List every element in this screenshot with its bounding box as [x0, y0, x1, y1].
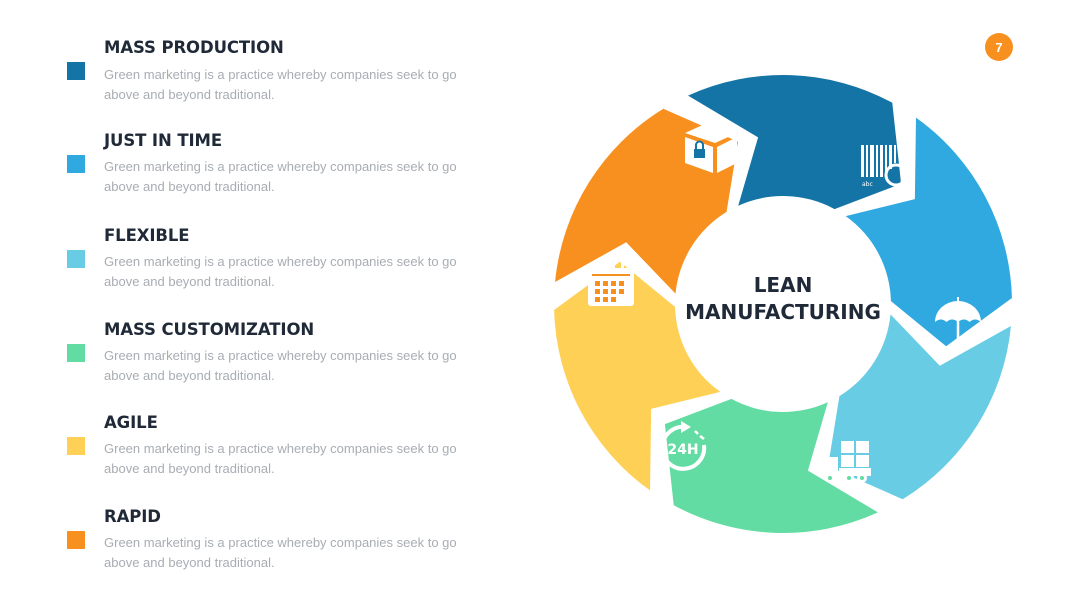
service-label: 24H: [667, 442, 698, 458]
barcode-label: abc: [862, 181, 873, 188]
legend-item-agile: AGILE Green marketing is a practice wher…: [0, 413, 520, 493]
legend-item-description: Green marketing is a practice whereby co…: [104, 441, 457, 476]
legend-item-rapid: RAPID Green marketing is a practice wher…: [0, 507, 520, 587]
legend-swatch: [67, 531, 85, 549]
cycle-segment-agile: [554, 261, 721, 491]
legend-item-description: Green marketing is a practice whereby co…: [104, 254, 457, 289]
legend-item-title: FLEXIBLE: [104, 226, 190, 245]
center-title-line-2: MANUFACTURING: [685, 300, 881, 324]
legend-item-description: Green marketing is a practice whereby co…: [104, 67, 457, 102]
page-number-badge: 7: [985, 33, 1013, 61]
legend-item-description: Green marketing is a practice whereby co…: [104, 535, 457, 570]
legend-swatch: [67, 437, 85, 455]
24h-service-icon: 24H: [660, 421, 707, 471]
legend-item-title: RAPID: [104, 507, 161, 526]
locked-box-icon: [685, 123, 737, 173]
legend-swatch: [67, 344, 85, 362]
legend-item-description: Green marketing is a practice whereby co…: [104, 159, 457, 194]
legend-item-flexible: FLEXIBLE Green marketing is a practice w…: [0, 226, 520, 306]
legend-item-title: MASS CUSTOMIZATION: [104, 320, 315, 339]
cycle-segment-mass-customization: [664, 398, 878, 533]
lean-cycle-diagram: abc 24H: [554, 75, 1012, 533]
umbrella-icon: [935, 297, 981, 352]
center-title-line-1: LEAN: [753, 273, 813, 297]
cycle-segment-flexible: [828, 314, 1011, 500]
calendar-icon: [588, 261, 634, 306]
legend-swatch: [67, 62, 85, 80]
diagram-center-title: LEAN MANUFACTURING: [673, 272, 893, 326]
delivery-truck-icon: [821, 441, 871, 483]
legend-item-title: AGILE: [104, 413, 158, 432]
legend-item-title: JUST IN TIME: [104, 131, 222, 150]
legend-swatch: [67, 250, 85, 268]
cycle-segment-mass-production: [688, 75, 902, 210]
legend-item-mass-customization: MASS CUSTOMIZATION Green marketing is a …: [0, 320, 520, 400]
legend: MASS PRODUCTION Green marketing is a pra…: [0, 0, 520, 608]
barcode-search-icon: abc: [861, 145, 914, 194]
legend-item-description: Green marketing is a practice whereby co…: [104, 348, 457, 383]
legend-item-mass-production: MASS PRODUCTION Green marketing is a pra…: [0, 38, 520, 118]
legend-item-just-in-time: JUST IN TIME Green marketing is a practi…: [0, 131, 520, 211]
legend-item-title: MASS PRODUCTION: [104, 38, 284, 57]
cycle-segment-just-in-time: [845, 117, 1012, 347]
legend-swatch: [67, 155, 85, 173]
